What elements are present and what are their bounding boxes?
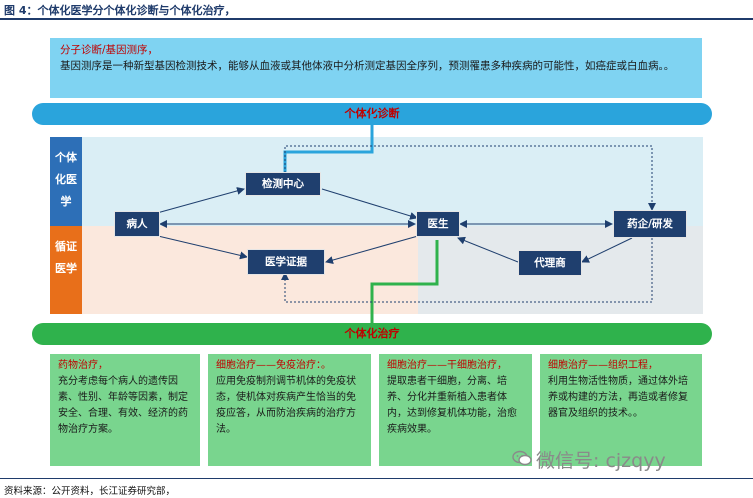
- card-tissue-engineering-heading: 细胞治疗——组织工程，: [548, 360, 658, 371]
- card-stem-cell-body: 提取患者干细胞，分离、培养、分化并重新植入患者体内，达到修复机体功能，治愈疾病效…: [387, 376, 517, 435]
- wechat-watermark: 微信号: cjzqyy: [536, 450, 666, 472]
- node-doctor: 医生: [416, 211, 460, 237]
- card-drug-therapy-body: 充分考虑每个病人的遗传因素、性别、年龄等因素，制定安全、合理、有效、经济的药物治…: [58, 376, 188, 435]
- pharma-loop-top: [284, 145, 656, 211]
- card-drug-therapy: 药物治疗， 充分考虑每个病人的遗传因素、性别、年龄等因素，制定安全、合理、有效、…: [50, 354, 200, 466]
- doctor-to-evidence-arrow: [325, 235, 419, 264]
- card-drug-therapy-heading: 药物治疗，: [58, 360, 108, 371]
- card-immunotherapy: 细胞治疗——免疫治疗：。 应用免疫制剂调节机体的免疫状态，使机体对疾病产生恰当的…: [208, 354, 371, 466]
- pharma-to-agent-arrow: [581, 237, 633, 263]
- node-evidence: 医学证据: [247, 249, 325, 275]
- wechat-icon: [512, 450, 532, 466]
- node-patient: 病人: [114, 211, 160, 237]
- node-testing-center: 检测中心: [245, 172, 321, 196]
- personalized-medicine-label: 个体化医学: [50, 137, 82, 226]
- pharma-loop-bottom: [281, 238, 653, 303]
- patient-to-testing-arrow: [156, 187, 245, 214]
- card-tissue-engineering: 细胞治疗——组织工程， 利用生物活性物质，通过体外培养或构建的方法，再造或者修复…: [540, 354, 702, 466]
- patient-to-evidence-arrow: [157, 235, 248, 260]
- agent-to-doctor-arrow: [457, 236, 519, 263]
- card-stem-cell: 细胞治疗——干细胞治疗， 提取患者干细胞，分离、培养、分化并重新植入患者体内，达…: [379, 354, 532, 466]
- card-stem-cell-heading: 细胞治疗——干细胞治疗，: [387, 360, 507, 371]
- personalized-region: [82, 137, 703, 226]
- source-divider: [0, 478, 753, 479]
- node-agent: 代理商: [518, 250, 582, 276]
- intro-heading: 分子诊断/基因测序，: [60, 44, 159, 56]
- intro-box: 分子诊断/基因测序， 基因测序是一种新型基因检测技术，能够从血液或其他体液中分析…: [50, 38, 702, 98]
- testing-to-doctor-arrow: [321, 188, 418, 220]
- treatment-link: [370, 240, 439, 336]
- figure-title: 图 4：个体化医学分个体化诊断与个体化治疗，: [4, 4, 236, 17]
- figure-source: 资料来源：公开资料，长江证券研究部，: [4, 486, 176, 497]
- card-tissue-engineering-body: 利用生物活性物质，通过体外培养或构建的方法，再造或者修复器官及组织的技术。。: [548, 376, 688, 419]
- card-immunotherapy-heading: 细胞治疗——免疫治疗：。: [216, 360, 331, 371]
- intro-body: 基因测序是一种新型基因检测技术，能够从血液或其他体液中分析测定基因全序列，预测罹…: [60, 60, 675, 72]
- title-divider: [0, 18, 753, 20]
- diagnosis-link: [283, 114, 374, 173]
- evidence-medicine-label: 循证医学: [50, 226, 82, 314]
- card-immunotherapy-body: 应用免疫制剂调节机体的免疫状态，使机体对疾病产生恰当的免疫应答，从而防治疾病的治…: [216, 376, 356, 435]
- treatment-band: 个体化治疗: [32, 323, 712, 345]
- node-pharma: 药企/研发: [613, 210, 687, 238]
